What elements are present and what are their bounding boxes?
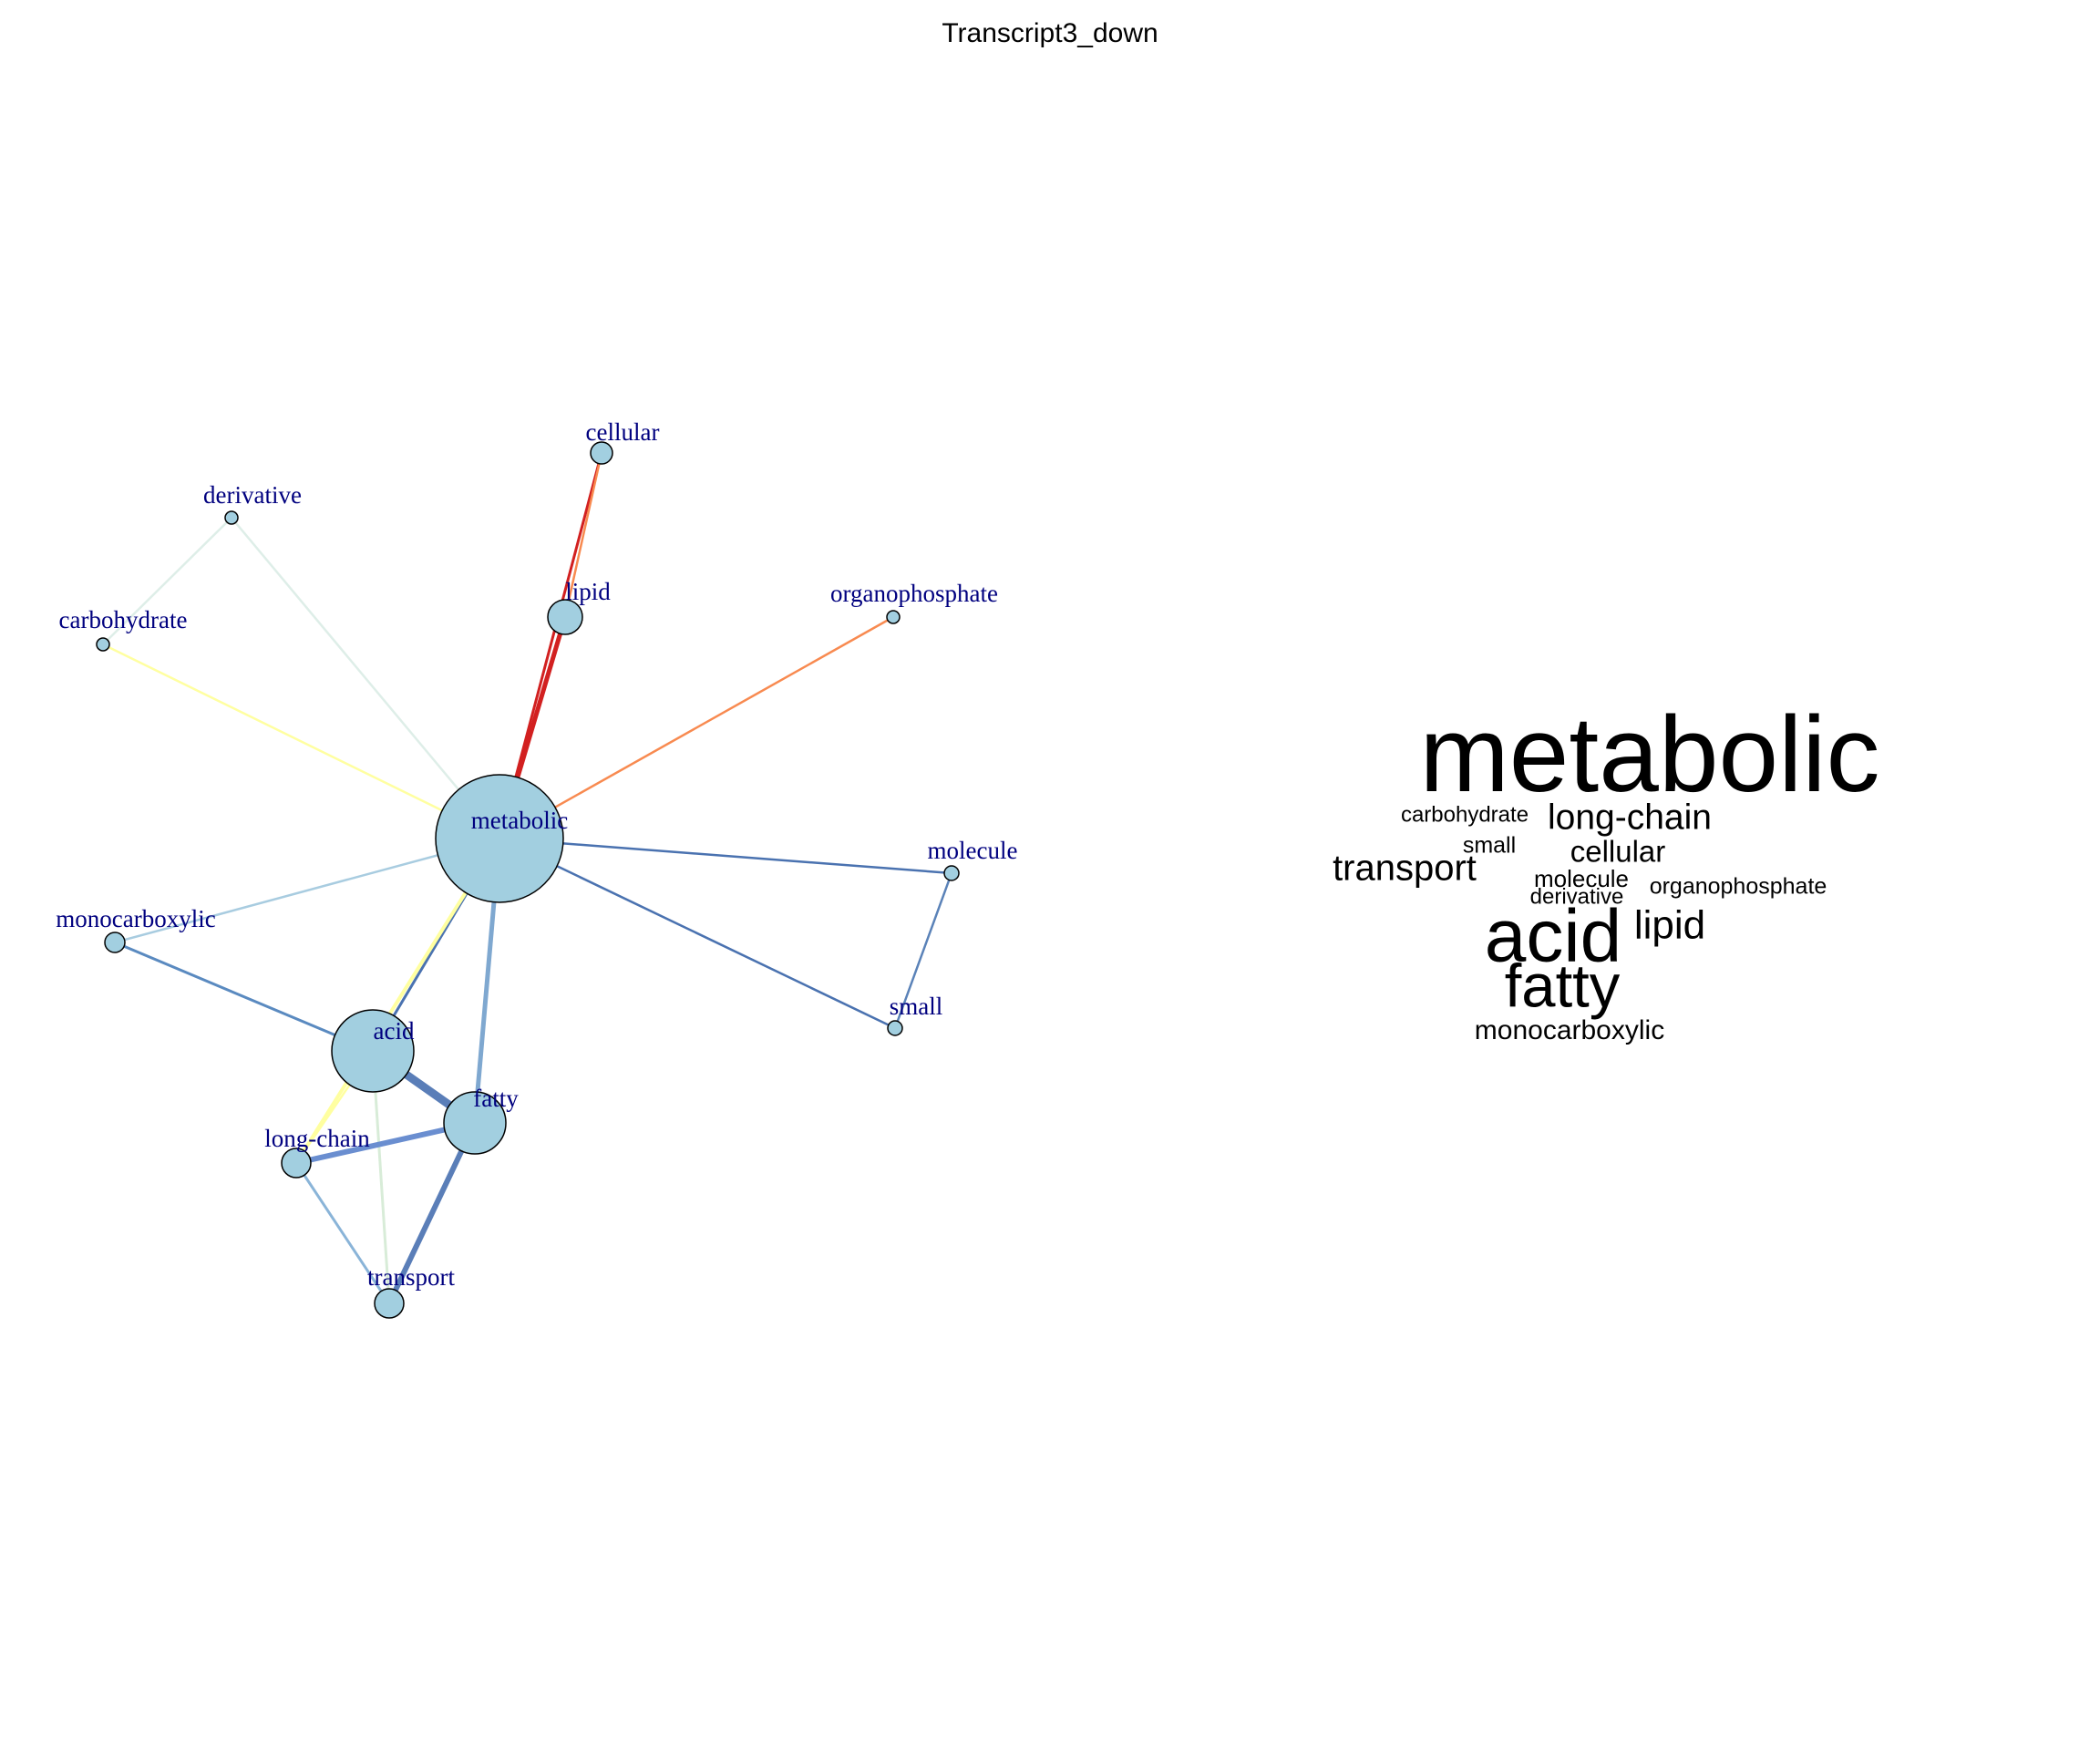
edge-long-chain-transport [294, 1162, 391, 1304]
cloud-word-cellular: cellular [1570, 835, 1666, 869]
node-label-long-chain: long-chain [264, 1125, 370, 1152]
node-label-transport: transport [367, 1263, 455, 1291]
node-label-fatty: fatty [473, 1085, 519, 1112]
edge-metabolic-molecule [499, 837, 952, 875]
node-lipid [547, 599, 583, 635]
node-label-carbohydrate: carbohydrate [59, 606, 188, 633]
cloud-word-transport: transport [1333, 849, 1477, 889]
edge-molecule-small [893, 872, 953, 1029]
node-label-metabolic: metabolic [471, 807, 568, 834]
cloud-word-organophosphate: organophosphate [1650, 874, 1827, 900]
network-edges [102, 452, 953, 1305]
node-transport [374, 1288, 405, 1319]
node-label-monocarboxylic: monocarboxylic [56, 905, 215, 932]
edge-fatty-transport [386, 1121, 478, 1305]
node-label-lipid: lipid [565, 578, 611, 605]
figure-title: Transcript3_down [942, 18, 1158, 48]
node-cellular [590, 441, 613, 465]
node-organophosphate [886, 610, 901, 624]
node-label-molecule: molecule [928, 837, 1018, 864]
node-carbohydrate [96, 637, 110, 652]
cloud-word-metabolic: metabolic [1419, 695, 1879, 815]
cloud-word-acid: acid [1485, 895, 1621, 978]
edge-monocarboxylic-acid [114, 941, 374, 1053]
cloud-word-lipid: lipid [1634, 903, 1705, 948]
cloud-word-fatty: fatty [1505, 952, 1621, 1021]
node-fatty [443, 1091, 507, 1155]
edge-metabolic-small [499, 837, 896, 1030]
cloud-word-carbohydrate: carbohydrate [1401, 802, 1529, 827]
edge-metabolic-monocarboxylic [114, 837, 500, 944]
node-metabolic [435, 774, 564, 903]
node-acid [331, 1009, 415, 1093]
network-nodes [96, 441, 960, 1319]
node-label-cellular: cellular [586, 418, 660, 446]
node-label-organophosphate: organophosphate [830, 580, 998, 607]
cloud-word-small: small [1463, 833, 1516, 859]
node-molecule [943, 865, 960, 881]
edge-carbohydrate-metabolic [102, 643, 500, 840]
edge-lipid-cellular [563, 452, 603, 618]
node-small [887, 1020, 903, 1036]
cloud-word-derivative: derivative [1530, 884, 1624, 909]
node-label-derivative: derivative [203, 481, 302, 509]
node-derivative [224, 510, 239, 525]
node-monocarboxylic [104, 932, 126, 953]
cloud-word-monocarboxylic: monocarboxylic [1475, 1015, 1664, 1045]
edge-derivative-metabolic [231, 517, 500, 839]
node-long-chain [281, 1148, 312, 1179]
edge-metabolic-organophosphate [499, 615, 894, 840]
edge-carbohydrate-derivative [102, 517, 232, 645]
network-labels: metabolic cellular lipid derivative carbohyd… [56, 418, 1017, 1291]
cloud-word-long-chain: long-chain [1548, 798, 1712, 837]
node-label-acid: acid [374, 1017, 415, 1045]
edge-acid-transport [371, 1050, 391, 1304]
node-label-small: small [890, 993, 943, 1020]
cloud-word-molecule: molecule [1534, 865, 1629, 892]
